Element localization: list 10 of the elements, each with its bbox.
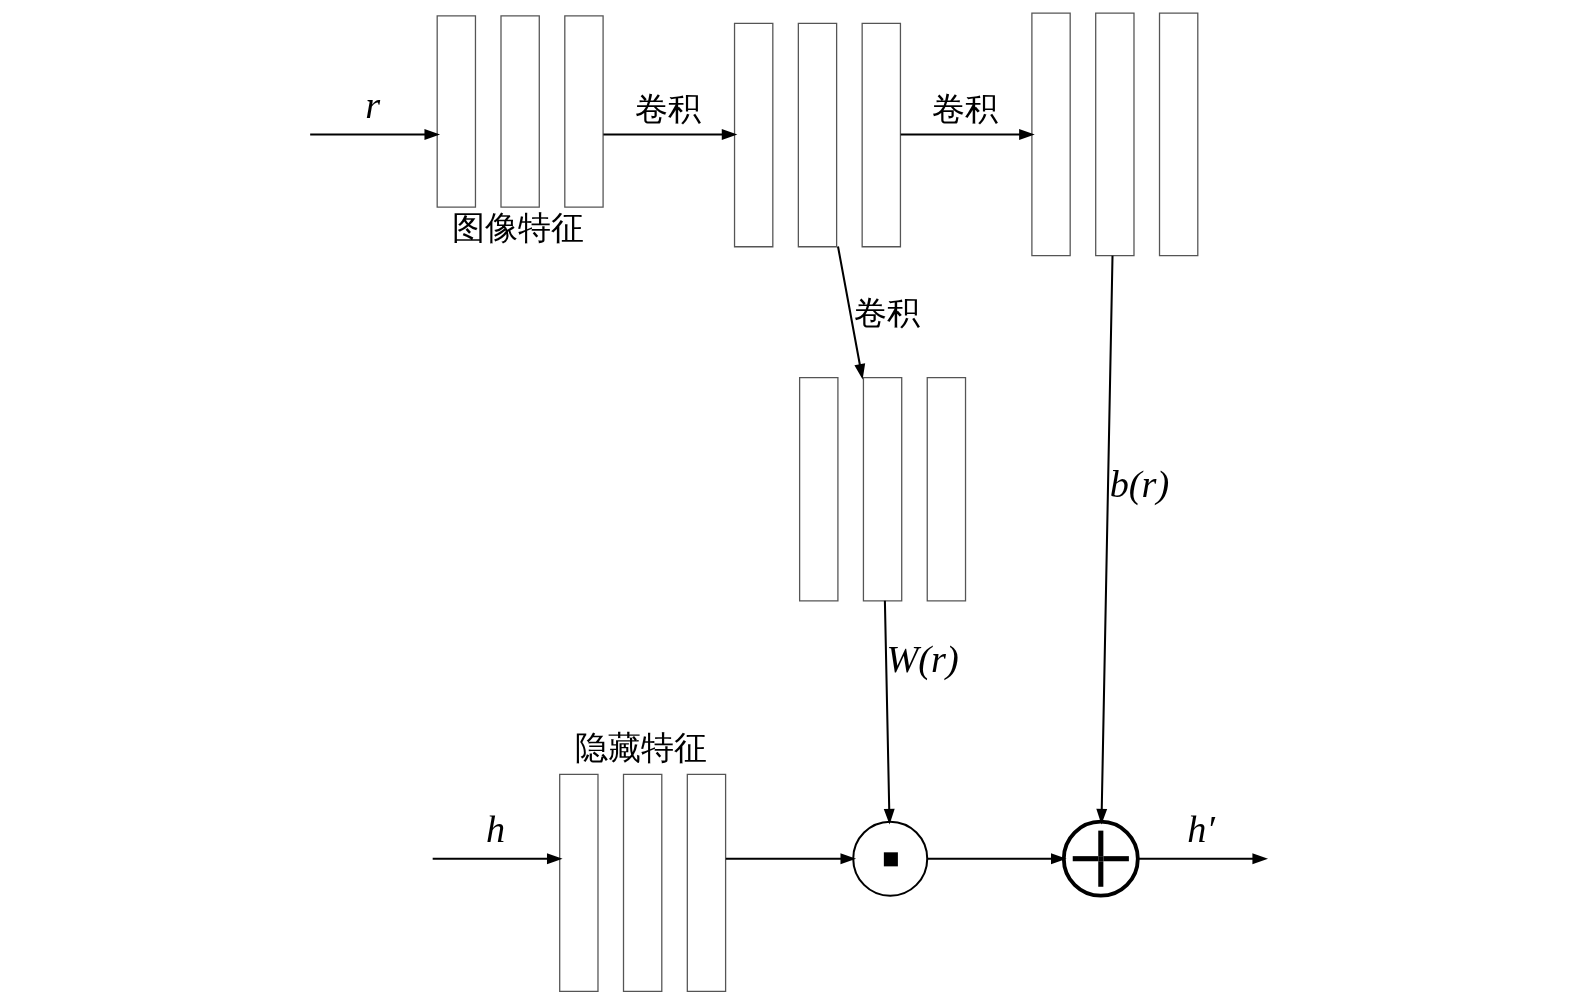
node-label: 隐藏特征 — [575, 727, 708, 767]
edge-label: 卷积 — [932, 89, 999, 129]
edge-label: h — [485, 808, 506, 851]
edge-label: r — [365, 83, 381, 126]
edge-label: h′ — [1187, 808, 1215, 851]
edge-label: b(r) — [1109, 462, 1170, 505]
node-label: 图像特征 — [452, 207, 585, 247]
edge-label: 卷积 — [854, 293, 921, 333]
edge-label: W(r) — [886, 637, 959, 680]
edge-label: 卷积 — [634, 89, 701, 129]
